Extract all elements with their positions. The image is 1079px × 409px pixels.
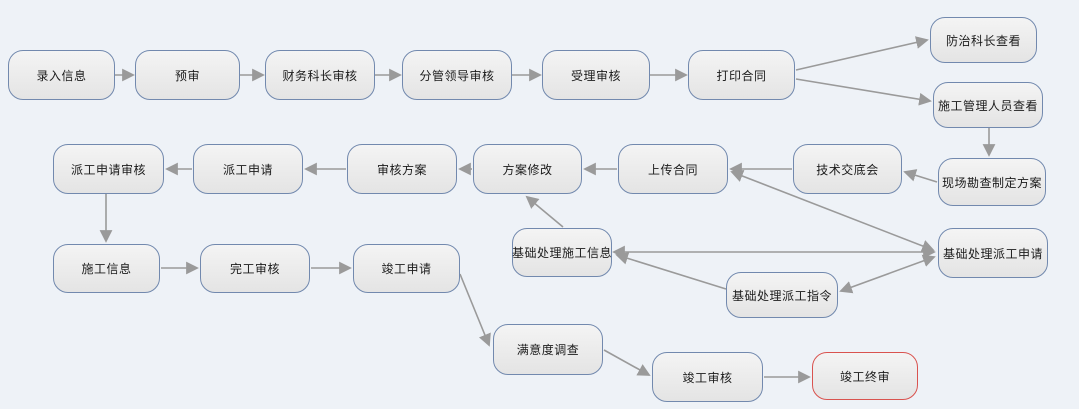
- node-leader-review[interactable]: 分管领导审核: [402, 50, 512, 100]
- node-label-dispatch-request: 派工申请: [222, 162, 273, 177]
- node-finance-chief-review[interactable]: 财务科长审核: [265, 50, 375, 100]
- node-label-tech-briefing: 技术交底会: [816, 162, 879, 177]
- arrow-foundation-construction-info-to-plan-revision: [525, 195, 564, 228]
- node-construction-info[interactable]: 施工信息: [53, 244, 160, 293]
- arrow-final-acceptance-request-to-satisfaction-survey: [459, 273, 491, 347]
- node-label-final-acceptance-request: 竣工申请: [381, 262, 432, 276]
- node-tech-briefing[interactable]: 技术交底会: [793, 144, 902, 194]
- node-label-satisfaction-survey: 满意度调查: [516, 343, 580, 357]
- node-foundation-dispatch-request[interactable]: 基础处理派工申请: [938, 228, 1048, 278]
- node-label-plan-review: 审核方案: [376, 162, 427, 177]
- node-label-upload-contract: 上传合同: [647, 162, 698, 177]
- node-label-construction-info: 施工信息: [81, 262, 132, 276]
- arrow-print-contract-to-control-chief-view: [795, 36, 929, 71]
- node-completion-review[interactable]: 完工审核: [200, 244, 310, 293]
- arrow-site-survey-plan-to-tech-briefing: [903, 169, 938, 183]
- node-label-plan-revision: 方案修改: [502, 162, 553, 177]
- node-pre-review[interactable]: 预审: [135, 50, 240, 100]
- node-site-survey-plan[interactable]: 现场勘查制定方案: [938, 158, 1046, 206]
- node-label-site-survey-plan: 现场勘查制定方案: [941, 175, 1042, 190]
- node-label-foundation-construction-info: 基础处理施工信息: [512, 246, 613, 260]
- node-label-input-info: 录入信息: [36, 68, 87, 83]
- node-plan-revision[interactable]: 方案修改: [473, 144, 582, 194]
- node-label-pre-review: 预审: [174, 68, 200, 83]
- node-foundation-construction-info[interactable]: 基础处理施工信息: [512, 228, 612, 277]
- node-label-dispatch-request-review: 派工申请审核: [70, 162, 146, 177]
- node-label-control-chief-view: 防治科长查看: [945, 33, 1021, 48]
- node-label-finance-chief-review: 财务科长审核: [282, 68, 358, 83]
- arrow-foundation-dispatch-order-to-foundation-dispatch-request: [839, 254, 936, 294]
- node-plan-review[interactable]: 审核方案: [347, 144, 457, 194]
- node-label-final-approval: 竣工终审: [839, 369, 890, 384]
- node-upload-contract[interactable]: 上传合同: [618, 144, 728, 194]
- node-input-info[interactable]: 录入信息: [8, 50, 115, 100]
- arrow-satisfaction-survey-to-final-review: [603, 349, 651, 376]
- node-acceptance-review[interactable]: 受理审核: [542, 50, 650, 100]
- node-construction-manager-view[interactable]: 施工管理人员查看: [933, 82, 1043, 128]
- arrow-print-contract-to-construction-manager-view: [795, 78, 932, 106]
- node-label-leader-review: 分管领导审核: [419, 68, 495, 83]
- node-label-construction-manager-view: 施工管理人员查看: [937, 98, 1038, 113]
- node-label-foundation-dispatch-request: 基础处理派工申请: [942, 246, 1043, 261]
- node-label-acceptance-review: 受理审核: [570, 68, 621, 83]
- node-final-review[interactable]: 竣工审核: [652, 352, 763, 402]
- node-foundation-dispatch-order[interactable]: 基础处理派工指令: [726, 272, 838, 318]
- node-print-contract[interactable]: 打印合同: [688, 50, 795, 100]
- node-label-print-contract: 打印合同: [716, 68, 767, 83]
- node-dispatch-request-review[interactable]: 派工申请审核: [53, 144, 164, 194]
- node-final-approval[interactable]: 竣工终审: [812, 352, 918, 400]
- node-label-completion-review: 完工审核: [229, 262, 280, 276]
- node-final-acceptance-request[interactable]: 竣工申请: [353, 244, 460, 293]
- arrow-upload-contract-to-foundation-dispatch-request: [730, 169, 935, 253]
- node-label-foundation-dispatch-order: 基础处理派工指令: [731, 288, 832, 303]
- node-label-final-review: 竣工审核: [682, 370, 733, 385]
- arrow-foundation-dispatch-order-to-foundation-construction-info: [615, 252, 727, 290]
- node-satisfaction-survey[interactable]: 满意度调查: [493, 324, 603, 375]
- node-control-chief-view[interactable]: 防治科长查看: [930, 17, 1037, 63]
- node-dispatch-request[interactable]: 派工申请: [193, 144, 303, 194]
